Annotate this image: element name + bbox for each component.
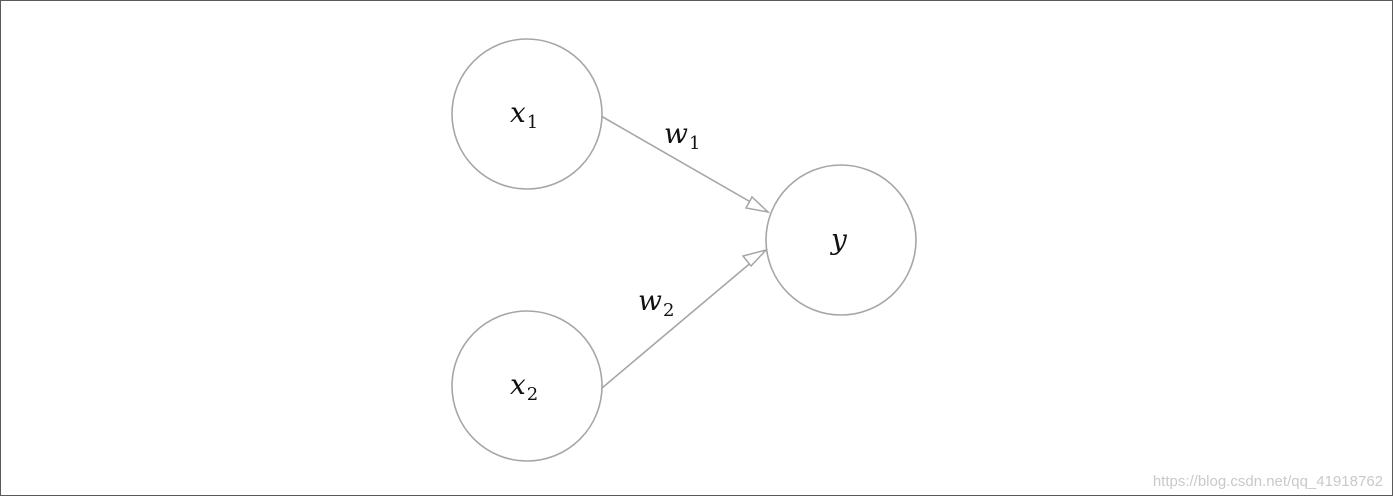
node-label-x1: x1 bbox=[510, 96, 538, 133]
node-x2: x2 bbox=[451, 310, 603, 462]
node-label-y: y bbox=[829, 223, 848, 256]
edge-line-w1 bbox=[600, 115, 769, 213]
edge-x1-y bbox=[600, 115, 771, 214]
node-circle-x1 bbox=[451, 38, 603, 190]
edge-x2-y bbox=[601, 248, 769, 389]
arrowhead-icon bbox=[741, 248, 769, 268]
node-x1: x1 bbox=[451, 38, 603, 190]
edge-label-w2: w2 bbox=[638, 284, 674, 321]
edge-label-w1: w1 bbox=[664, 117, 700, 154]
node-label-x2: x2 bbox=[510, 368, 538, 405]
node-circle-x2 bbox=[451, 310, 603, 462]
node-circle-y bbox=[765, 164, 917, 316]
arrowhead-icon bbox=[744, 195, 771, 214]
edge-line-w2 bbox=[601, 249, 767, 389]
watermark-text: https://blog.csdn.net/qq_41918762 bbox=[1152, 473, 1383, 490]
node-y: y bbox=[765, 164, 917, 316]
